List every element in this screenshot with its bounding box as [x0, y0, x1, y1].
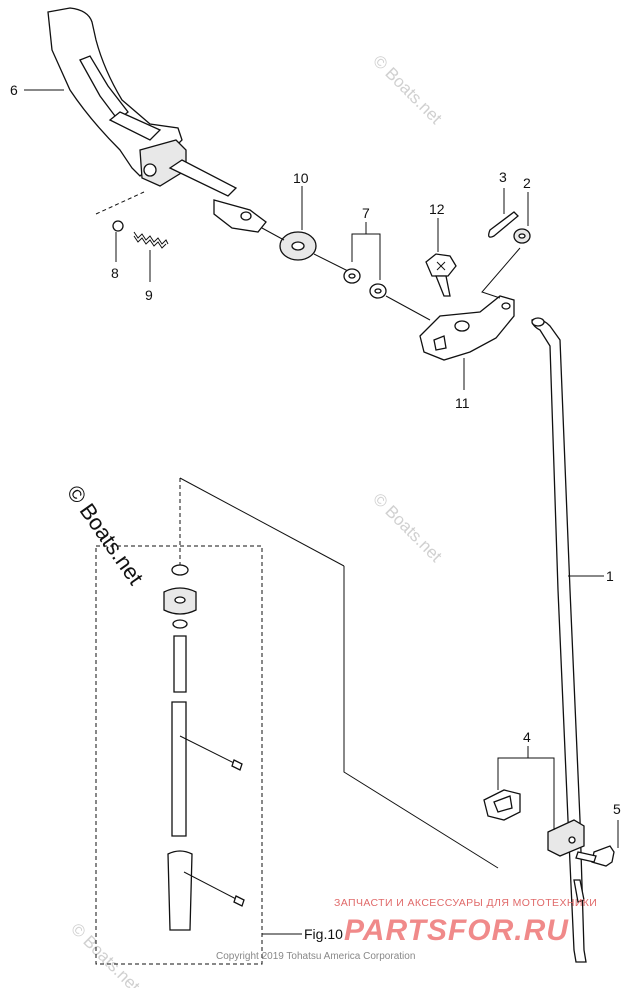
callout-10: 10: [293, 170, 309, 186]
callout-8: 8: [111, 265, 119, 281]
watermark-top: © Boats.net: [369, 51, 446, 128]
ad-tagline: ЗАПЧАСТИ И АКСЕССУАРЫ ДЛЯ МОТОТЕХНИКИ: [334, 897, 597, 909]
fig10-box: [95, 545, 263, 965]
watermark-bottom: © Boats.net: [67, 919, 144, 988]
ad-logo: PARTSFOR.RU: [344, 914, 569, 947]
callout-2: 2: [523, 175, 531, 191]
line-box-right: [343, 566, 499, 869]
callout-9: 9: [145, 287, 153, 303]
watermark-layer: © Boats.net © Boats.net © Boats.net © Bo…: [57, 51, 446, 988]
callout-7: 7: [362, 205, 370, 221]
callout-11: 11: [455, 395, 470, 411]
callout-5: 5: [613, 801, 621, 817]
line-washer-to-7: [313, 253, 351, 273]
callout-4: 4: [523, 729, 531, 745]
part-4-clip: [483, 789, 585, 857]
callout-1: 1: [606, 568, 614, 584]
fig10-parts: [163, 564, 245, 931]
part-2-washer: [513, 228, 531, 244]
dash-6-to-9: [95, 191, 145, 215]
line-7-to-11: [385, 295, 431, 321]
part-3-cotter-pin: [488, 211, 519, 238]
part-7-washers: [343, 268, 387, 299]
line-2-to-11: [481, 247, 521, 299]
part-6-tiller-handle: [47, 7, 267, 233]
callout-3: 3: [499, 169, 507, 185]
part-1-shift-rod: [531, 317, 587, 963]
line-handle-to-washer: [261, 227, 285, 241]
part-9-spring: [133, 231, 169, 249]
part-11-bracket: [419, 295, 515, 361]
fig10-label: Fig.10: [304, 926, 343, 942]
callout-12: 12: [429, 201, 445, 217]
watermark-dark: © Boats.net: [62, 481, 149, 590]
part-8-ball: [112, 220, 124, 232]
callout-6: 6: [10, 82, 18, 98]
line-box-top: [179, 477, 345, 567]
watermark-mid: © Boats.net: [369, 489, 446, 566]
part-12-bolt: [425, 253, 457, 297]
bracket-4: [497, 757, 555, 830]
part-5-bolt: [575, 845, 615, 867]
copyright-text: Copyright 2019 Tohatsu America Corporati…: [216, 951, 415, 962]
part-10-washer: [279, 231, 317, 261]
